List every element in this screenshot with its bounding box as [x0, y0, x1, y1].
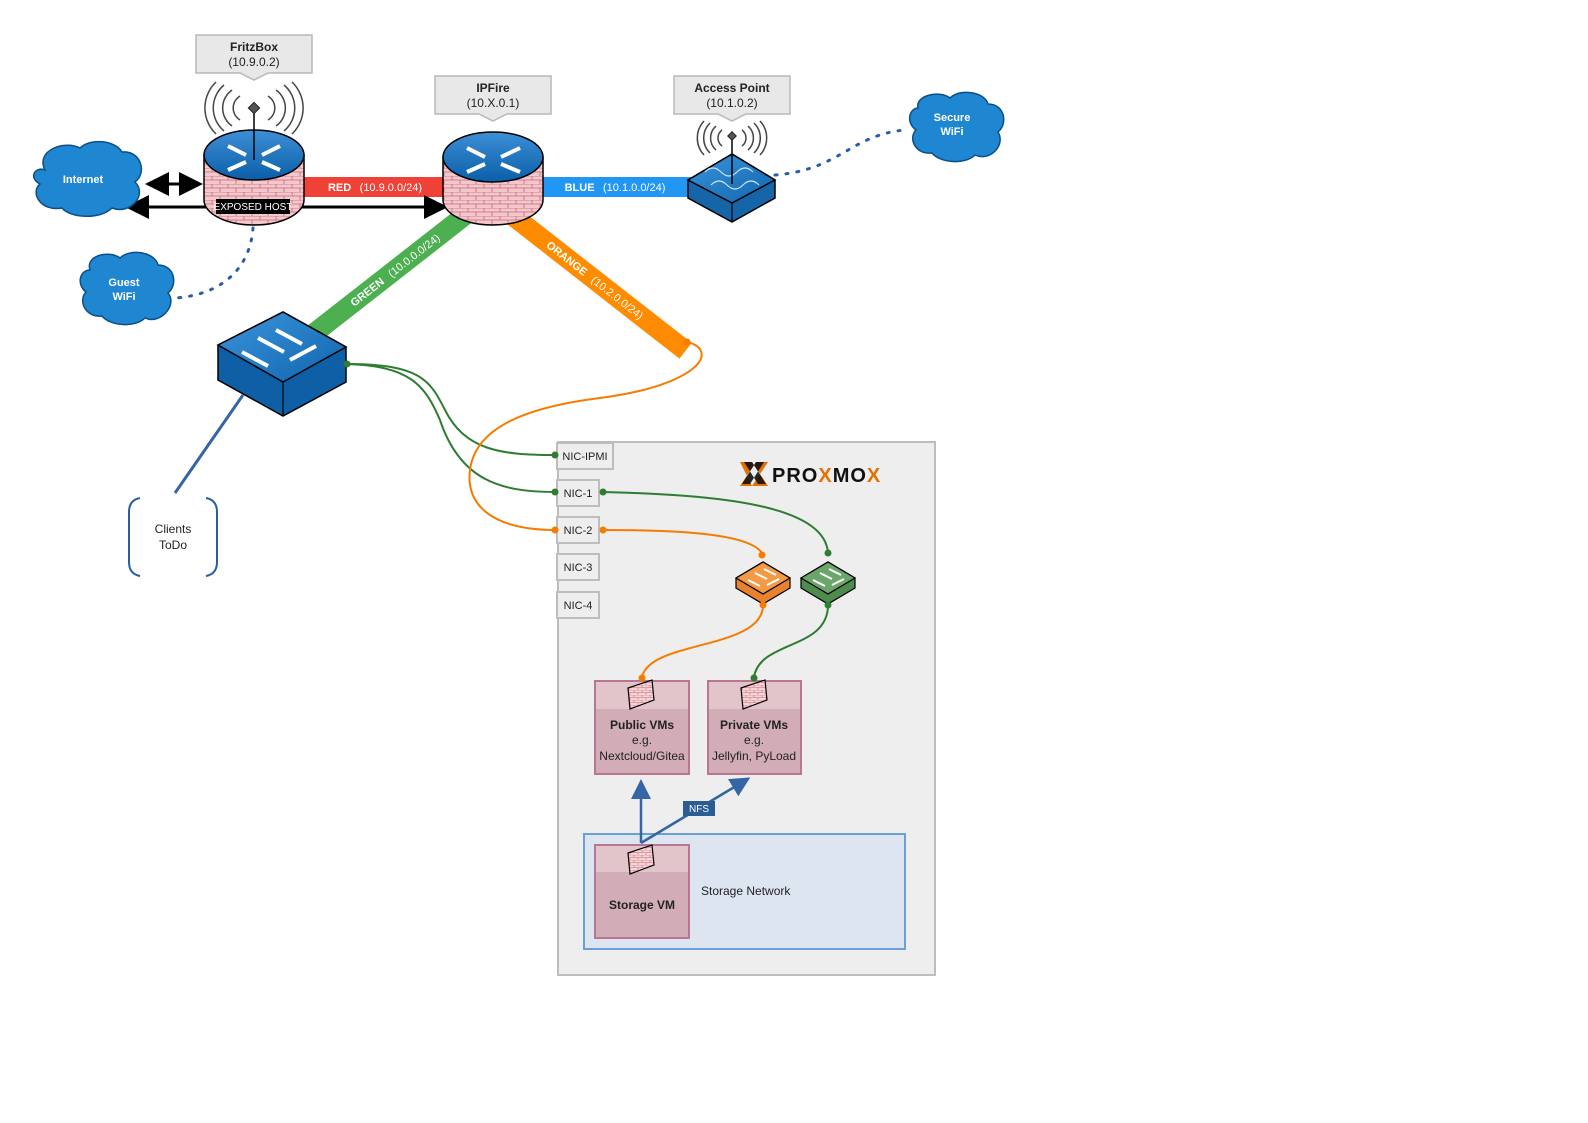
storage-vm-firewall-icon	[627, 844, 655, 875]
internet-cloud: Internet	[32, 140, 143, 217]
wifi-signal-icon	[204, 81, 304, 135]
nic-ipmi-label: NIC-IPMI	[562, 451, 607, 463]
red-network-name: RED	[328, 182, 351, 194]
public-vm-firewall-icon	[627, 679, 655, 710]
blue-network-link: BLUE (10.1.0.0/24)	[535, 177, 695, 197]
public-vms-title: Public VMs	[610, 718, 674, 732]
ipfire-router-icon	[442, 131, 544, 226]
green-bridge-switch-icon	[799, 561, 857, 605]
fritzbox-name: FritzBox	[230, 40, 278, 54]
secure-wifi-cloud: Secure WiFi	[908, 91, 1005, 163]
cable-switch-nic-1	[346, 363, 556, 493]
ipfire-name: IPFire	[476, 81, 510, 95]
guest-wifi-cloud: Guest WiFi	[79, 251, 175, 326]
exposed-host-badge: EXPOSED HOST	[214, 202, 293, 213]
green-network-subnet: (10.0.0.0/24)	[386, 232, 443, 280]
access-point-name: Access Point	[694, 81, 769, 95]
private-vms-line1: e.g.	[744, 733, 764, 747]
svg-text:GREEN (10.0.0.0/24): GREEN (10.0.0.0/24)	[346, 229, 443, 310]
private-vms-title: Private VMs	[720, 718, 788, 732]
orange-network-subnet: (10.2.0.0/24)	[588, 274, 645, 322]
red-network-subnet: (10.9.0.0/24)	[360, 182, 422, 194]
proxmox-logo: PROXMOX	[740, 462, 881, 487]
clients-label-line1: Clients	[155, 522, 192, 536]
cable-switch-nic-ipmi	[346, 363, 556, 456]
nic-3: NIC-3	[556, 553, 600, 581]
blue-network-subnet: (10.1.0.0/24)	[603, 182, 665, 194]
guest-wifi-wireless-link	[173, 226, 255, 300]
svg-text:ORANGE (10.2.0.0/24): ORANGE (10.2.0.0/24)	[543, 236, 647, 323]
fritzbox-router-icon: EXPOSED HOST	[203, 81, 305, 226]
switch-clients-link	[173, 394, 245, 494]
nfs-badge	[683, 801, 715, 816]
fritzbox-ip: (10.9.0.2)	[228, 55, 279, 69]
nfs-label: NFS	[689, 804, 709, 815]
guest-wifi-label-line1: Guest	[108, 277, 140, 289]
cable-endpoints	[343, 338, 832, 682]
ipfire-ip: (10.X.0.1)	[467, 96, 520, 110]
nic-4: NIC-4	[556, 591, 600, 619]
internet-label: Internet	[63, 174, 104, 186]
nic-2-label: NIC-2	[564, 525, 593, 537]
proxmox-logo-x1: X	[818, 465, 832, 487]
storage-network-label: Storage Network	[701, 884, 791, 898]
nic-2: NIC-2	[556, 516, 600, 544]
cable-nic-1-green-bridge	[602, 491, 829, 554]
svg-text:BLUE (10.1.0.0/24): BLUE (10.1.0.0/24)	[565, 178, 666, 195]
red-network-link: RED (10.9.0.0/24)	[300, 177, 450, 197]
proxmox-logo-x2: X	[867, 465, 881, 487]
nic-ipmi: NIC-IPMI	[556, 442, 614, 470]
cable-green-bridge-private-vms	[753, 604, 829, 678]
secure-wifi-label-line1: Secure	[934, 112, 971, 124]
nic-4-label: NIC-4	[564, 600, 593, 612]
nic-1: NIC-1	[556, 479, 600, 507]
proxmox-logo-mo: MO	[833, 465, 867, 487]
orange-bridge-switch-icon	[734, 561, 792, 605]
orange-network-link: ORANGE (10.2.0.0/24)	[498, 201, 692, 359]
access-point-ip: (10.1.0.2)	[706, 96, 757, 110]
public-vms-line2: Nextcloud/Gitea	[599, 749, 685, 763]
cable-orange-bridge-public-vms	[641, 604, 764, 678]
public-vms-box: Public VMs e.g. Nextcloud/Gitea	[594, 680, 690, 775]
access-point-callout: Access Point (10.1.0.2)	[673, 75, 791, 122]
proxmox-logo-pro: PRO	[772, 465, 818, 487]
fritzbox-callout: FritzBox (10.9.0.2)	[195, 34, 313, 81]
access-point-icon	[686, 120, 777, 223]
guest-wifi-label-line2: WiFi	[112, 291, 135, 303]
private-vm-firewall-icon	[740, 679, 768, 710]
storage-vm-title: Storage VM	[609, 898, 675, 912]
ipfire-callout: IPFire (10.X.0.1)	[434, 75, 552, 122]
cable-orange-nic-2	[468, 341, 703, 531]
svg-text:RED (10.9.0.0/24): RED (10.9.0.0/24)	[328, 178, 422, 195]
proxmox-host: PROXMOX NIC-IPMI NIC-1 NIC-2 NIC-3 NIC-4…	[556, 441, 936, 976]
secure-wifi-label-line2: WiFi	[940, 126, 963, 138]
clients-group: Clients ToDo	[128, 497, 218, 577]
blue-network-name: BLUE	[565, 182, 595, 194]
nic-3-label: NIC-3	[564, 562, 593, 574]
svg-text:PROXMOX: PROXMOX	[772, 465, 881, 487]
public-vms-line1: e.g.	[632, 733, 652, 747]
main-switch-icon	[216, 311, 348, 417]
ap-wifi-signal-icon	[696, 120, 768, 156]
clients-label-line2: ToDo	[159, 538, 187, 552]
cable-nic-2-orange-bridge	[602, 529, 763, 554]
secure-wifi-wireless-link	[773, 128, 907, 177]
private-vms-line2: Jellyfin, PyLoad	[712, 749, 796, 763]
nic-1-label: NIC-1	[564, 488, 593, 500]
storage-vm-box: Storage VM	[594, 844, 690, 939]
